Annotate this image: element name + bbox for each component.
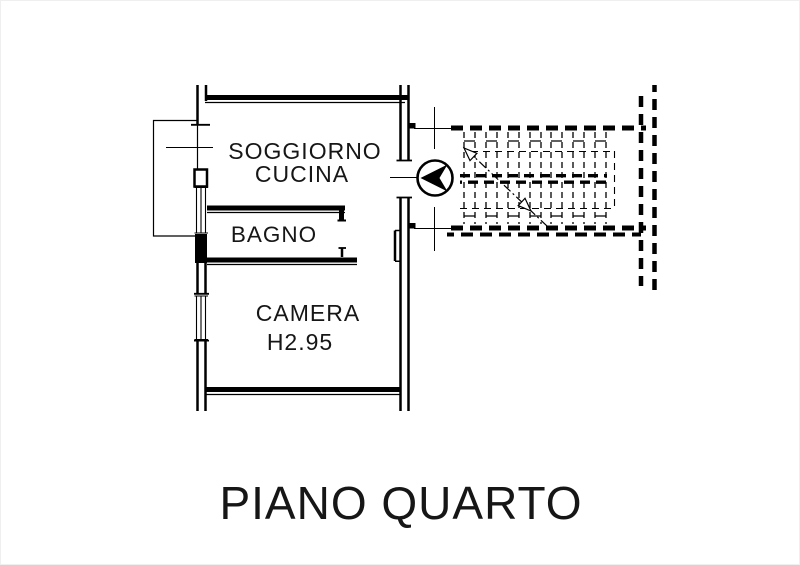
room-label-soggiorno: SOGGIORNO bbox=[228, 138, 381, 164]
wall-pier-upper bbox=[193, 168, 209, 188]
stair-direction-line bbox=[466, 149, 549, 228]
wall-end-caps bbox=[191, 123, 412, 342]
entrance-door-arrow-icon bbox=[416, 159, 454, 197]
stair-steps bbox=[463, 132, 607, 224]
top-wall bbox=[205, 95, 409, 100]
interior-partitions bbox=[207, 205, 357, 266]
balcony-outline bbox=[152, 119, 197, 237]
bagno-bottom-wall bbox=[207, 257, 357, 263]
bottom-wall bbox=[205, 387, 401, 392]
room-label-camera: CAMERA bbox=[256, 300, 360, 326]
right-wall-jog-caps bbox=[395, 229, 401, 263]
bagno-top-wall bbox=[207, 205, 345, 211]
stair-direction-arrow-1 bbox=[462, 146, 478, 162]
apartment-walls bbox=[191, 85, 416, 411]
windows bbox=[194, 186, 208, 341]
room-height-note: H2.95 bbox=[267, 329, 333, 355]
window-upper bbox=[194, 186, 208, 234]
staircase bbox=[447, 85, 657, 294]
wall-pier-mid bbox=[195, 234, 207, 263]
plan-title: PIANO QUARTO bbox=[219, 477, 582, 529]
jamb-nub-top bbox=[408, 123, 416, 129]
jamb-nub-bottom bbox=[408, 223, 416, 229]
room-label-cucina: CUCINA bbox=[255, 161, 349, 187]
centerline-ticks bbox=[166, 107, 460, 251]
stair-direction-arrow-2 bbox=[517, 197, 533, 213]
wall-face-lines bbox=[196, 101, 405, 396]
room-label-bagno: BAGNO bbox=[231, 222, 317, 247]
window-lower bbox=[194, 295, 208, 341]
wall-double-lines bbox=[196, 85, 410, 411]
door-arrow bbox=[420, 164, 448, 192]
